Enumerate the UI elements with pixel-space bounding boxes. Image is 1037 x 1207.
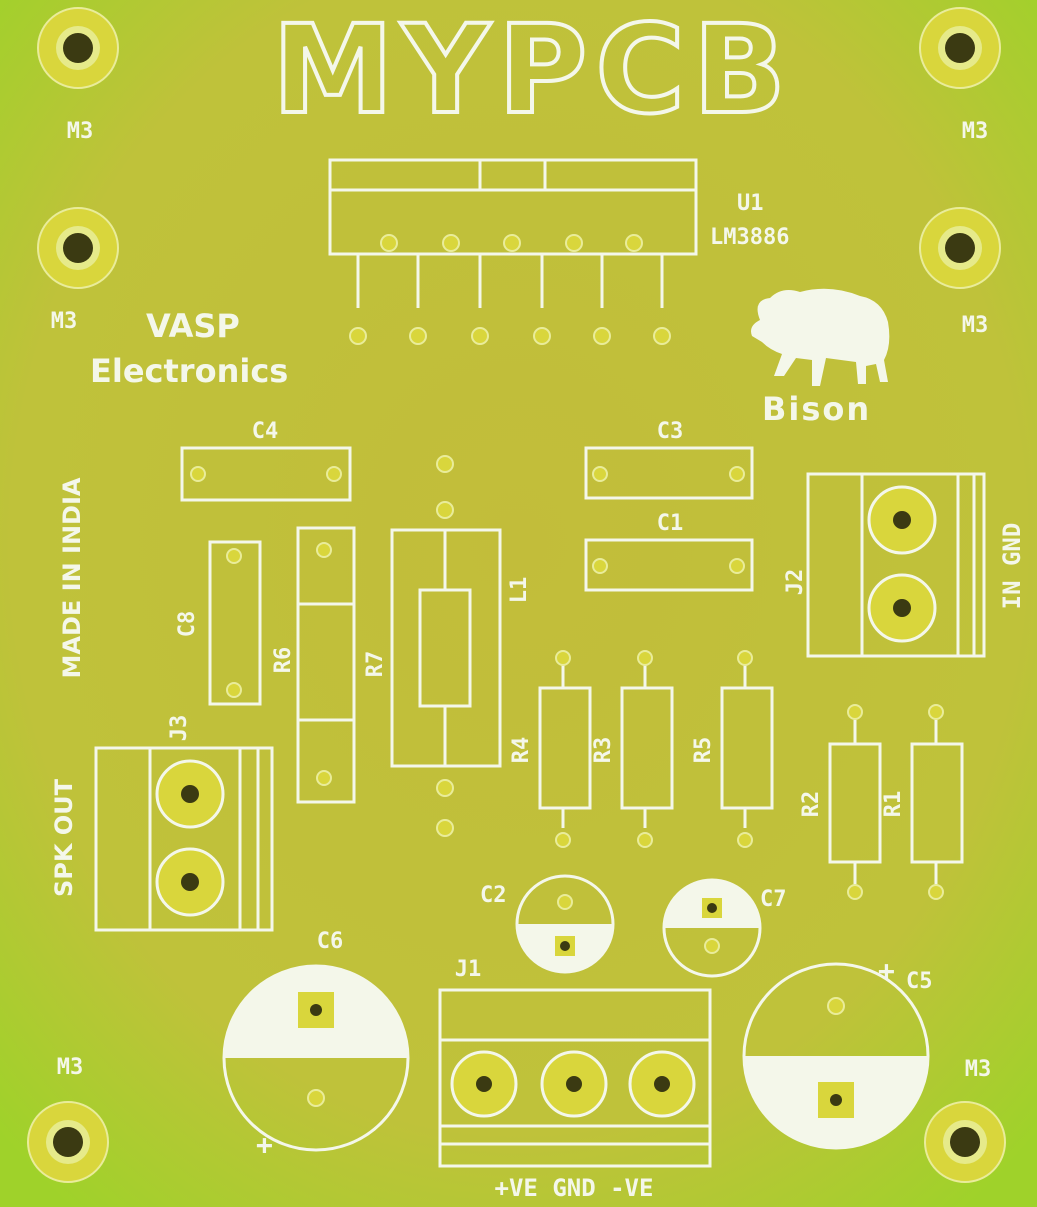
j3-footprint	[94, 746, 274, 932]
in-gnd-label: IN GND	[998, 523, 1026, 610]
r5-footprint	[720, 650, 774, 848]
bison-label: Bison	[762, 390, 871, 428]
c4-label: C4	[252, 419, 279, 444]
mount-hole-bottom-left	[27, 1101, 109, 1183]
m3-label-mid-left: M3	[51, 309, 78, 334]
c1-label: C1	[657, 511, 684, 536]
m3-label-top-left: M3	[67, 119, 94, 144]
mount-hole-top-right	[919, 7, 1001, 89]
r4-label: R4	[509, 737, 534, 764]
brand-electronics: Electronics	[90, 352, 288, 390]
c6-label: C6	[317, 929, 344, 954]
j2-label: J2	[783, 569, 808, 596]
u1-pads	[349, 234, 671, 345]
l1-footprint	[390, 455, 502, 837]
mount-hole-mid-left	[37, 207, 119, 289]
r7-label: R7	[363, 651, 388, 678]
c8-label: C8	[175, 611, 200, 638]
r6-label: R6	[271, 647, 296, 674]
m3-label-top-right: M3	[962, 119, 989, 144]
c5-footprint	[742, 962, 930, 1150]
r6-footprint	[296, 526, 356, 804]
r3-footprint	[620, 650, 674, 848]
u1-value: LM3886	[710, 225, 789, 250]
r4-footprint	[538, 650, 592, 848]
mount-hole-top-left	[37, 7, 119, 89]
m3-label-mid-right: M3	[962, 313, 989, 338]
r1-label: R1	[881, 791, 906, 818]
made-in-india-label: MADE IN INDIA	[58, 477, 86, 678]
c8-outline	[208, 540, 262, 706]
c3-outline	[584, 446, 754, 500]
m3-label-bottom-right: M3	[965, 1057, 992, 1082]
j1-label: J1	[455, 957, 482, 982]
c6-footprint	[222, 964, 410, 1152]
r2-label: R2	[799, 791, 824, 818]
m3-label-bottom-left: M3	[57, 1055, 84, 1080]
c5-plus-sign: +	[878, 954, 895, 987]
c1-outline	[584, 538, 754, 592]
c4-outline	[180, 446, 352, 502]
mount-hole-bottom-right	[924, 1101, 1006, 1183]
r5-label: R5	[691, 737, 716, 764]
c5-label: C5	[906, 969, 933, 994]
c3-label: C3	[657, 419, 684, 444]
c7-footprint	[662, 878, 762, 978]
r3-label: R3	[591, 737, 616, 764]
c6-plus-sign: +	[256, 1128, 273, 1161]
bison-logo-icon	[751, 288, 890, 386]
mypcb-logo: MYPCB	[272, 0, 794, 141]
j1-pin-labels: +VE GND -VE	[495, 1174, 654, 1202]
r1-footprint	[910, 704, 964, 900]
u1-footprint	[328, 158, 698, 308]
mount-hole-mid-right	[919, 207, 1001, 289]
r2-footprint	[828, 704, 882, 900]
u1-ref: U1	[737, 191, 764, 216]
c7-label: C7	[760, 887, 787, 912]
c2-label: C2	[480, 883, 507, 908]
j3-label: J3	[167, 715, 192, 742]
spk-out-label: SPK OUT	[50, 778, 78, 897]
j1-footprint	[438, 988, 712, 1168]
l1-label: L1	[507, 577, 532, 604]
c2-footprint	[515, 874, 615, 974]
j2-footprint	[806, 472, 986, 658]
brand-vasp: VASP	[146, 307, 240, 345]
